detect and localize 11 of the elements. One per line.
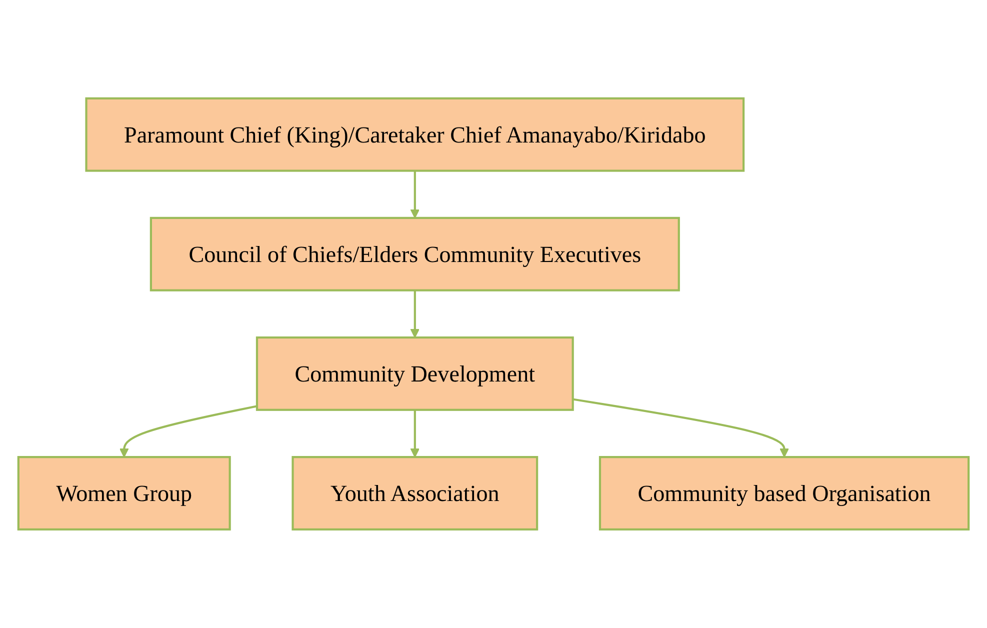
- node-box: Women Group: [17, 456, 231, 531]
- node-box: Community Development: [256, 336, 574, 411]
- node-box: Youth Association: [292, 456, 538, 531]
- arrow: [410, 410, 420, 458]
- arrow: [120, 405, 258, 458]
- node-box: Council of Chiefs/Elders Community Executives: [150, 217, 680, 292]
- node-box: Paramount Chief (King)/Caretaker Chief Amanayabo/Kiridabo: [85, 97, 745, 172]
- arrow: [410, 290, 420, 338]
- node-box: Community based Organisation: [598, 456, 970, 531]
- arrow: [572, 398, 789, 458]
- arrow: [410, 170, 420, 218]
